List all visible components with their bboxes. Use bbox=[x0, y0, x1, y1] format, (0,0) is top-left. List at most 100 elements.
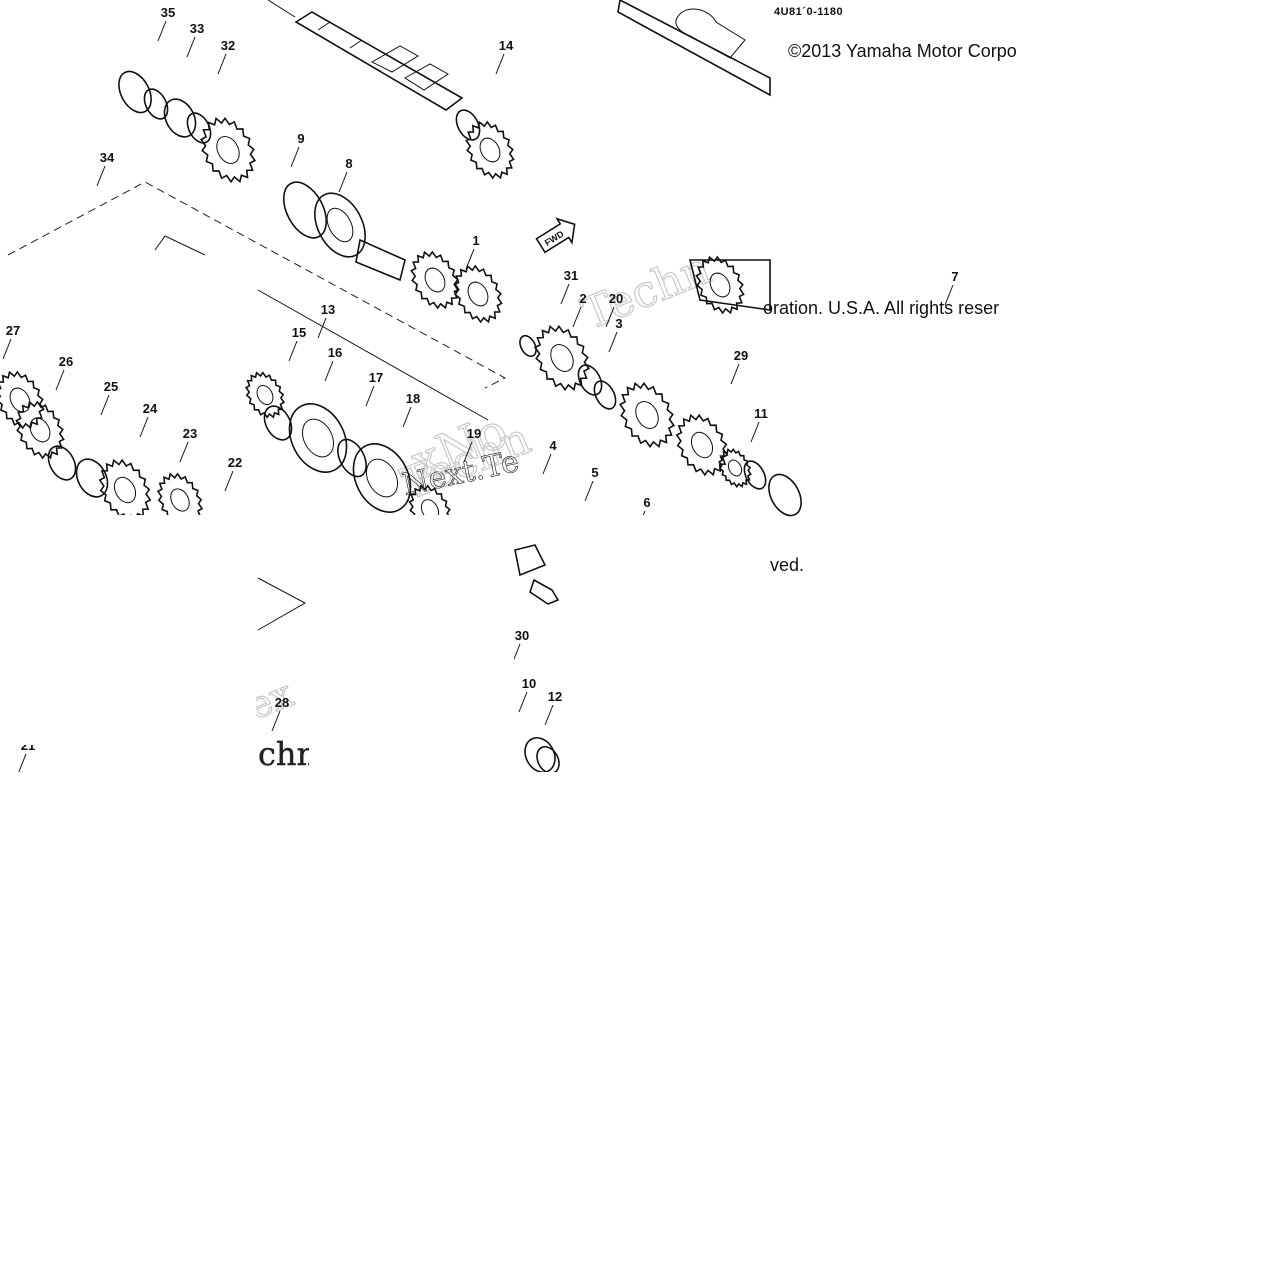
callout-c12: 12 bbox=[548, 689, 562, 704]
gear bbox=[533, 324, 591, 392]
gear bbox=[453, 264, 503, 324]
circlip-ring bbox=[455, 109, 481, 141]
fork-plate bbox=[688, 259, 771, 311]
leader-line bbox=[338, 171, 348, 193]
circlip-ring bbox=[282, 181, 328, 239]
callout-c32: 32 bbox=[221, 38, 235, 53]
leader-line bbox=[495, 53, 505, 75]
washer-ring bbox=[536, 745, 560, 775]
leader-line bbox=[288, 340, 298, 362]
tile-gaps bbox=[0, 62, 1285, 1285]
leader-line bbox=[608, 331, 618, 353]
leader-line bbox=[465, 248, 475, 270]
bolt bbox=[514, 544, 560, 605]
callout-c7: 7 bbox=[951, 269, 958, 284]
shaft-bracket bbox=[257, 289, 489, 421]
leader-line bbox=[55, 369, 65, 391]
leader-line bbox=[100, 394, 110, 416]
callout-c16: 16 bbox=[328, 345, 342, 360]
leader-line bbox=[157, 20, 167, 42]
gear bbox=[675, 413, 729, 477]
leader-line bbox=[317, 317, 327, 339]
callout-c3: 3 bbox=[615, 316, 622, 331]
callout-c18: 18 bbox=[406, 391, 420, 406]
gear bbox=[465, 120, 515, 180]
callout-c15: 15 bbox=[292, 325, 306, 340]
watermark-text: Techn bbox=[575, 243, 718, 340]
copyright-line-1: ©2013 Yamaha Motor Corpo bbox=[788, 41, 1017, 61]
ball-bearing-inner bbox=[326, 207, 354, 243]
callout-c20: 20 bbox=[609, 291, 623, 306]
callout-c2: 2 bbox=[579, 291, 586, 306]
callout-c6: 6 bbox=[643, 495, 650, 510]
callout-c27: 27 bbox=[6, 323, 20, 338]
ball-bearing bbox=[314, 192, 366, 258]
ball-bearing-inner bbox=[365, 458, 399, 498]
gear bbox=[410, 250, 460, 310]
washer-ring bbox=[143, 88, 169, 120]
callout-c4: 4 bbox=[549, 438, 557, 453]
callout-c11: 11 bbox=[754, 406, 768, 421]
watermark-text: chn bbox=[258, 735, 317, 773]
leader-line bbox=[584, 480, 594, 502]
callout-c35: 35 bbox=[161, 5, 175, 20]
callout-c31: 31 bbox=[564, 268, 578, 283]
callout-c30: 30 bbox=[515, 628, 529, 643]
upper-shaft-outline bbox=[267, 0, 296, 18]
callout-c28: 28 bbox=[275, 695, 289, 710]
ball-bearing bbox=[288, 403, 348, 473]
circlip-ring bbox=[519, 334, 537, 358]
leader-line bbox=[186, 36, 196, 58]
leader-line bbox=[463, 441, 473, 463]
gear bbox=[718, 447, 752, 489]
callout-c33: 33 bbox=[190, 21, 204, 36]
callout-c1: 1 bbox=[472, 233, 479, 248]
leader-line bbox=[324, 360, 334, 382]
leader-line bbox=[544, 704, 554, 726]
callout-c5: 5 bbox=[591, 465, 598, 480]
leader-line bbox=[944, 284, 954, 306]
callout-c9: 9 bbox=[297, 131, 304, 146]
bushing bbox=[163, 98, 197, 138]
gear bbox=[199, 116, 257, 184]
assembly-outline bbox=[7, 0, 507, 631]
gear bbox=[695, 255, 745, 315]
circlip-ring bbox=[118, 70, 152, 114]
gear-set bbox=[0, 116, 752, 536]
bearing-race bbox=[524, 737, 556, 773]
washer-ring bbox=[593, 380, 617, 410]
leader-line bbox=[402, 406, 412, 428]
leader-line bbox=[572, 306, 582, 328]
washer-ring bbox=[186, 112, 212, 144]
washer-ring bbox=[263, 405, 293, 441]
leader-line bbox=[179, 441, 189, 463]
washer-ring bbox=[337, 438, 367, 478]
callout-c17: 17 bbox=[369, 370, 383, 385]
leader-line bbox=[17, 753, 27, 775]
leader-line bbox=[96, 165, 106, 187]
callout-c26: 26 bbox=[59, 354, 73, 369]
callout-c19: 19 bbox=[467, 426, 481, 441]
washer-ring bbox=[47, 445, 77, 481]
callout-c24: 24 bbox=[143, 401, 158, 416]
callout-c10: 10 bbox=[522, 676, 536, 691]
leader-line bbox=[605, 306, 615, 328]
copyright-line-2: oration. U.S.A. All rights reser bbox=[763, 298, 999, 318]
figure-code: 4U81´0-1180 bbox=[774, 6, 843, 18]
leader-line bbox=[518, 691, 528, 713]
gear bbox=[15, 400, 65, 460]
fwd-arrow-icon: FWD bbox=[535, 217, 576, 254]
leader-line bbox=[542, 453, 552, 475]
callout-c23: 23 bbox=[183, 426, 197, 441]
leader-line bbox=[217, 53, 227, 75]
leader-line bbox=[139, 416, 149, 438]
inner-bracket bbox=[154, 235, 206, 256]
bearings-and-washers bbox=[47, 70, 802, 775]
washer-ring bbox=[743, 460, 767, 490]
collar bbox=[355, 238, 406, 282]
washer-ring bbox=[577, 364, 603, 396]
callout-c34: 34 bbox=[100, 150, 115, 165]
ball-bearing bbox=[352, 443, 412, 513]
leader-line bbox=[730, 363, 740, 385]
